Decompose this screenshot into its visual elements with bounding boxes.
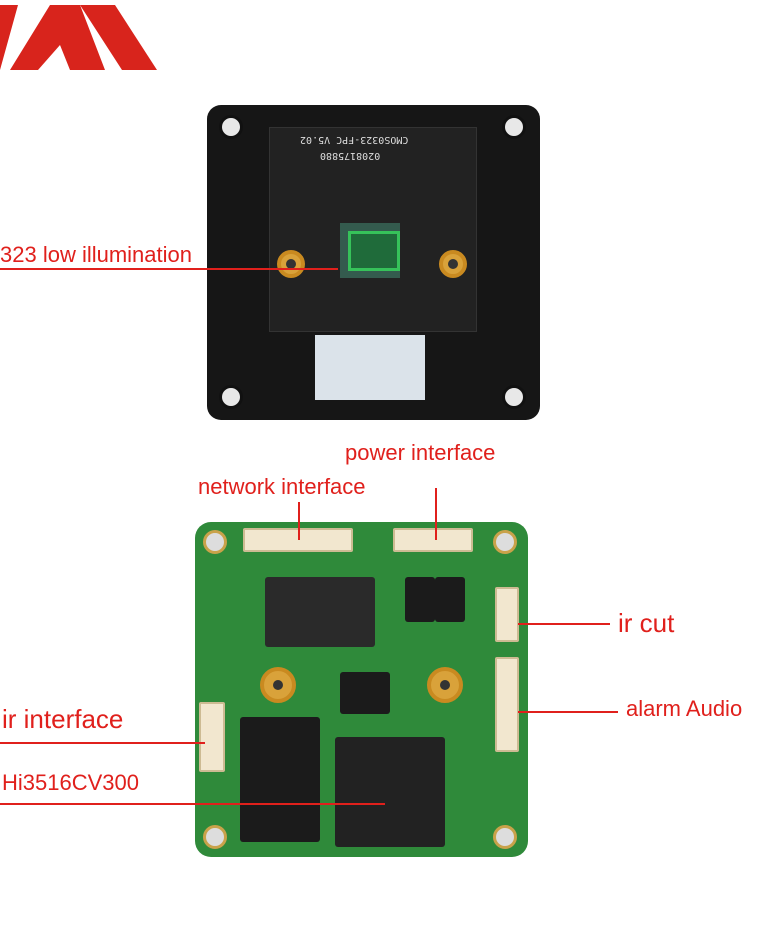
hi3516-chip <box>335 737 445 847</box>
power-connector <box>393 528 473 552</box>
label-alarm-audio: alarm Audio <box>626 696 743 721</box>
fpc-marking: CMOS0323-FPC V5.02 <box>300 134 409 145</box>
label-ir-cut: ir cut <box>618 608 675 638</box>
ir-connector <box>199 702 225 772</box>
main-board <box>195 522 528 857</box>
ethernet-transformer <box>265 577 375 647</box>
sensor-board: CMOS0323-FPC V5.02 0208175880 <box>207 105 540 420</box>
ribbon-cable <box>315 335 425 400</box>
sensor-pcb: CMOS0323-FPC V5.02 0208175880 <box>269 127 477 332</box>
ir-cut-connector <box>495 587 519 642</box>
image-sensor <box>348 231 400 271</box>
label-power-interface: power interface <box>345 440 496 465</box>
label-sensor: 323 low illumination <box>0 242 192 267</box>
label-soc: Hi3516CV300 <box>2 770 139 795</box>
brand-logo <box>0 5 157 70</box>
label-ir-interface: ir interface <box>2 704 124 734</box>
memory-chip <box>240 717 320 842</box>
serial-marking: 0208175880 <box>320 150 381 161</box>
label-network-interface: network interface <box>198 474 366 499</box>
alarm-audio-connector <box>495 657 519 752</box>
